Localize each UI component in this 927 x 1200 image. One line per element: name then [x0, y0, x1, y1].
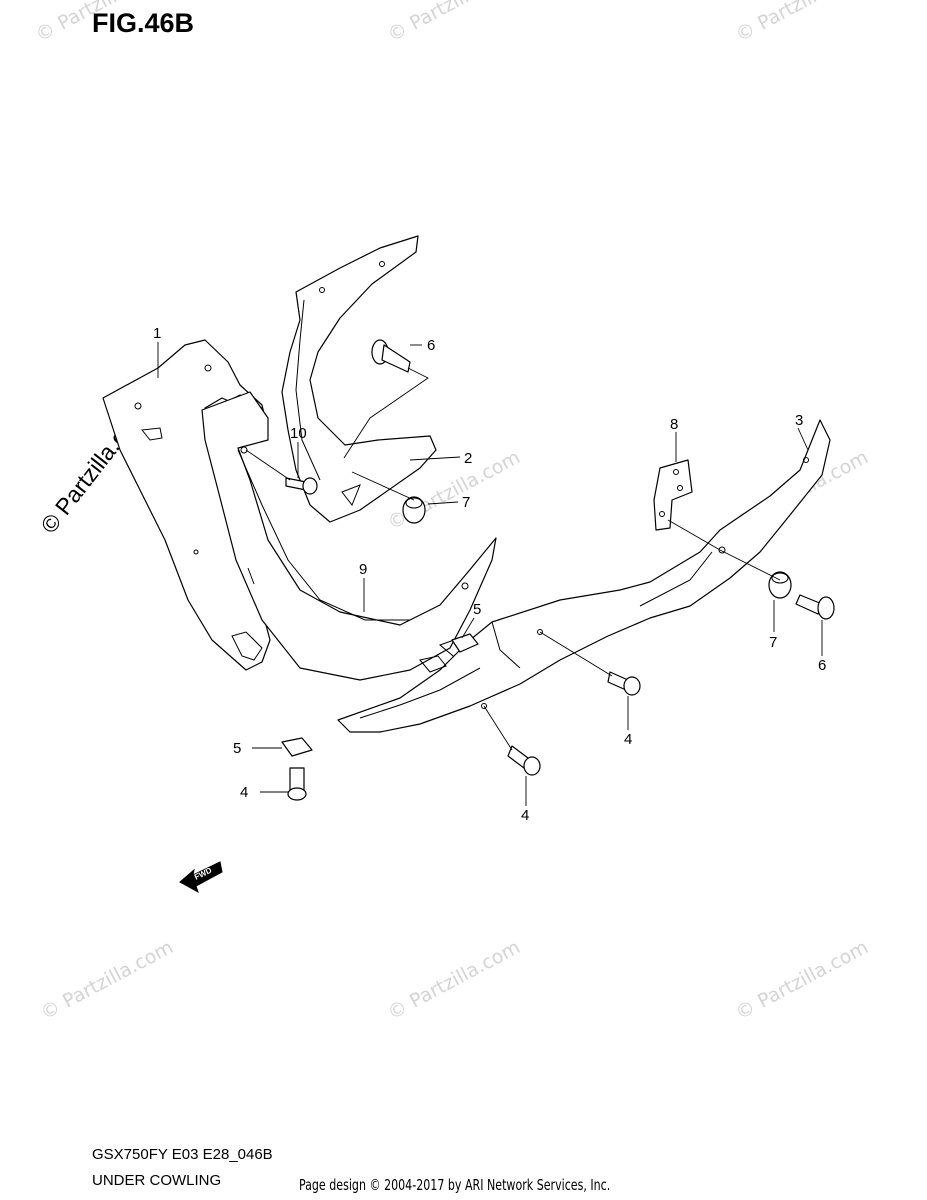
watermark-text: © Partzilla.com [32, 0, 172, 46]
callout-leaders [157, 342, 823, 806]
part-5-clip [281, 737, 313, 757]
part-6-pin-bolt [795, 594, 835, 620]
part-5-clip [451, 633, 479, 653]
part-2-side-panel [281, 235, 437, 523]
figure-title: FIG.46B [92, 8, 195, 38]
callout-6: 6 [427, 337, 435, 354]
watermark-text: © Partzilla.com [384, 0, 524, 46]
watermark-text: © Partzilla.com [384, 936, 524, 1024]
callout-4: 4 [521, 807, 529, 824]
callout-7: 7 [462, 494, 470, 511]
footer-copyright: Page design © 2004-2017 by ARI Network S… [299, 1176, 611, 1194]
part-9-under-panel [201, 391, 497, 681]
callout-6: 6 [818, 657, 826, 674]
watermark-text: © Partzilla.com [732, 0, 872, 46]
watermark-text: © Partzilla.com [732, 936, 872, 1024]
callout-1: 1 [153, 325, 161, 342]
part-7-grommet [768, 571, 792, 599]
callout-2: 2 [464, 450, 472, 467]
part-4-screw [287, 767, 307, 801]
part-10-screw [285, 477, 318, 495]
part-6-pin-bolt [371, 339, 411, 373]
footer-model-code: GSX750FY E03 E28_046B [92, 1146, 273, 1163]
part-7-grommet [402, 496, 426, 524]
callout-4: 4 [624, 731, 632, 748]
callout-3: 3 [795, 412, 803, 429]
callout-5: 5 [473, 601, 481, 618]
callout-7: 7 [769, 634, 777, 651]
callout-4: 4 [240, 784, 248, 801]
assembly-lines [245, 367, 781, 751]
part-8-bracket [653, 459, 693, 531]
callout-labels: 1 2 3 4 4 4 5 5 6 6 7 7 8 9 10 [153, 325, 826, 824]
callout-5: 5 [233, 740, 241, 757]
part-3-under-cowl-right [337, 419, 831, 733]
callout-10: 10 [290, 425, 307, 442]
watermark-text: © Partzilla.com [37, 936, 177, 1024]
footer-section-name: UNDER COWLING [92, 1172, 222, 1189]
part-4-screw [507, 745, 541, 776]
part-4-screw [607, 671, 641, 696]
fwd-arrow-icon: FWD [179, 861, 223, 894]
callout-9: 9 [359, 561, 367, 578]
callout-8: 8 [670, 416, 678, 433]
